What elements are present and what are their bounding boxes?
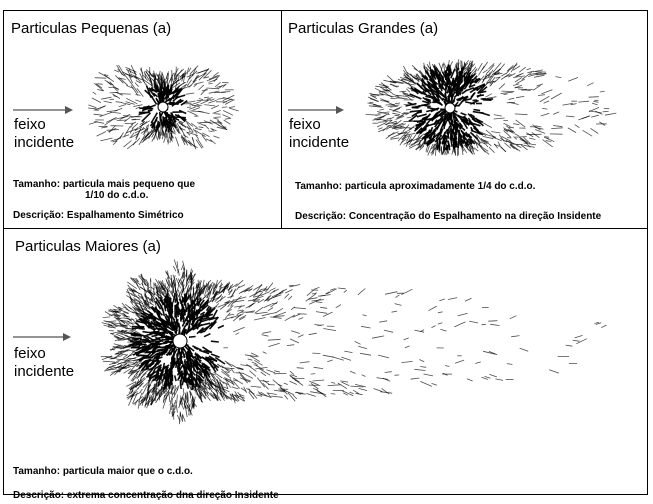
scattering-pattern-small: [95, 74, 240, 142]
panel-title: Particulas Grandes (a): [288, 20, 438, 37]
size-caption: Tamanho: particula maior que o c.d.o.: [13, 466, 193, 477]
description-caption: Descrição: extrema concentração dna dire…: [13, 490, 279, 501]
scattering-pattern-large: [365, 62, 627, 154]
panel-title: Particulas Pequenas (a): [11, 20, 171, 37]
scattering-pattern-larger: [88, 262, 636, 424]
size-caption: Tamanho: particula mais pequeno que 1/10…: [13, 179, 195, 201]
size-caption: Tamanho: particula aproximadamente 1/4 d…: [295, 181, 535, 192]
panel-divider-horizontal: [3, 228, 648, 229]
description-caption: Descrição: Concentração do Espalhamento …: [295, 211, 601, 222]
incident-arrow-icon: [288, 104, 348, 116]
panel-divider-vertical: [281, 10, 282, 228]
panel-title: Particulas Maiores (a): [15, 238, 161, 255]
particle-dot-icon: [173, 334, 187, 348]
incident-arrow-icon: [13, 331, 73, 343]
incident-beam-label: feixo incidente: [14, 116, 74, 152]
incident-beam-label: feixo incidente: [289, 116, 349, 152]
particle-dot-icon: [158, 102, 168, 112]
incident-beam-label: feixo incidente: [14, 345, 74, 381]
incident-arrow-icon: [13, 104, 73, 116]
particle-dot-icon: [445, 103, 455, 113]
description-caption: Descrição: Espalhamento Simétrico: [13, 210, 184, 221]
